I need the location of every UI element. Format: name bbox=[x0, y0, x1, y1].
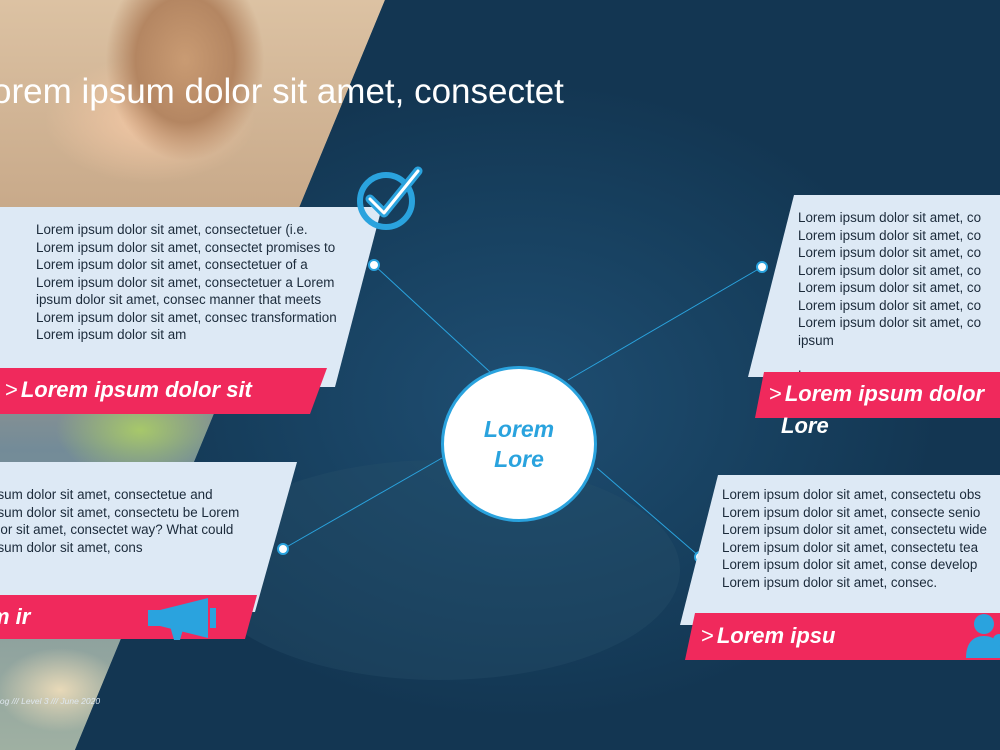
user-group-icon bbox=[966, 614, 1000, 658]
card-top-left-label: >Lorem ipsum dolor sit bbox=[0, 368, 327, 414]
checkmark-circle-icon bbox=[357, 166, 423, 230]
chevron-right-icon: > bbox=[769, 381, 782, 406]
card-top-left-label-text: Lorem ipsum dolor sit bbox=[20, 377, 252, 402]
card-top-right-label: >Lorem ipsum dolor bbox=[755, 372, 1000, 418]
slide-title: orem ipsum dolor sit amet, consectet bbox=[0, 72, 564, 111]
center-hub: Lorem Lore bbox=[441, 366, 597, 522]
connector-bottom-left bbox=[282, 457, 443, 550]
card-top-right-label-text: Lorem ipsum dolor bbox=[784, 381, 985, 406]
card-top-right-label-line2: Lore bbox=[781, 413, 829, 438]
card-bottom-right-label-text: Lorem ipsu bbox=[716, 623, 836, 648]
card-bottom-right-text: Lorem ipsum dolor sit amet, consectetu o… bbox=[722, 487, 987, 590]
card-top-right: Lorem ipsum dolor sit amet, co Lorem ips… bbox=[748, 195, 1000, 377]
megaphone-icon bbox=[148, 598, 216, 640]
card-bottom-right: Lorem ipsum dolor sit amet, consectetu o… bbox=[680, 475, 1000, 625]
connector-top-left bbox=[373, 264, 491, 373]
chevron-right-icon: > bbox=[5, 377, 18, 402]
card-top-left-text: Lorem ipsum dolor sit amet, consectetuer… bbox=[36, 222, 337, 342]
card-bottom-right-label: >Lorem ipsu bbox=[685, 613, 1000, 660]
card-bottom-left-label-text: m ir bbox=[0, 604, 31, 629]
card-bottom-left-text: psum dolor sit amet, consectetue and psu… bbox=[0, 487, 240, 555]
connector-top-right bbox=[567, 266, 763, 381]
connector-bottom-right bbox=[596, 467, 701, 558]
card-bottom-left: psum dolor sit amet, consectetue and psu… bbox=[0, 462, 297, 612]
hub-label-line2: Lore bbox=[494, 446, 544, 472]
connector-dot-top-right bbox=[756, 261, 768, 273]
slide-footer: log /// Level 3 /// June 2020 bbox=[0, 696, 101, 706]
chevron-right-icon: > bbox=[701, 623, 714, 648]
card-top-right-text: Lorem ipsum dolor sit amet, co Lorem ips… bbox=[798, 210, 982, 377]
connector-dot-top-left bbox=[368, 259, 380, 271]
hub-label-line1: Lorem bbox=[483, 416, 555, 442]
connector-dot-bottom-left bbox=[277, 543, 289, 555]
card-top-left: Lorem ipsum dolor sit amet, consectetuer… bbox=[0, 207, 382, 387]
